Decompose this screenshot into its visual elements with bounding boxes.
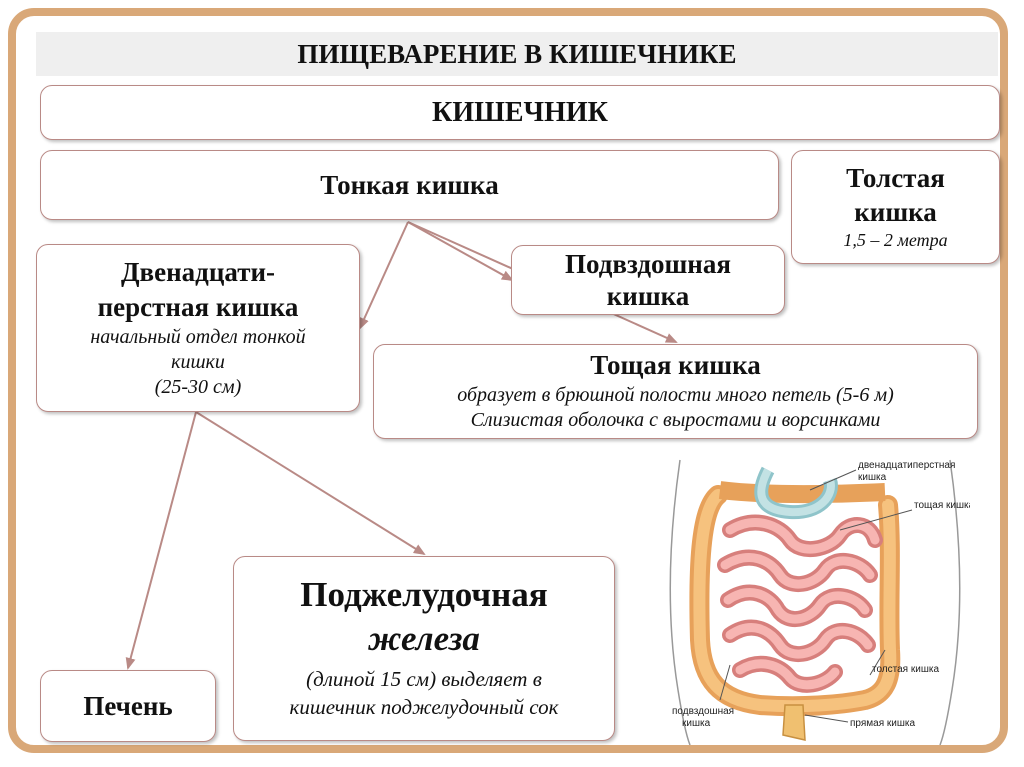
small-intestine-box: Тонкая кишка — [40, 150, 779, 220]
label-duodenum-2: кишка — [858, 472, 887, 483]
duodenum-box: Двенадцати- перстная кишка начальный отд… — [36, 244, 360, 412]
duodenum-title-2: перстная кишка — [97, 292, 299, 322]
pancreas-desc-1: (длиной 15 см) выделяет в — [306, 667, 542, 691]
pancreas-desc-2: кишечник поджелудочный сок — [289, 695, 559, 719]
jejunum-title: Тощая кишка — [590, 350, 761, 380]
label-ileum-1: подвздошная — [672, 706, 734, 717]
arrow-to-duodenum — [359, 221, 409, 330]
large-intestine-title-2: кишка — [854, 197, 937, 227]
label-colon: толстая кишка — [872, 664, 939, 675]
pancreas-box: Поджелудочная железа (длиной 15 см) выде… — [233, 556, 615, 741]
intestine-illustration: двенадцатиперстная кишка тощая кишка тол… — [669, 459, 970, 745]
intestine-box: КИШЕЧНИК — [40, 85, 1000, 140]
jejunum-box: Тощая кишка образует в брюшной полости м… — [373, 344, 978, 439]
duodenum-title-1: Двенадцати- — [120, 257, 276, 287]
arrow-to-ileum — [407, 221, 514, 281]
large-intestine-box: Толстая кишка 1,5 – 2 метра — [791, 150, 1000, 264]
jejunum-desc-1: образует в брюшной полости много петель … — [457, 384, 894, 406]
ileum-box: Подвздошная кишка — [511, 245, 785, 315]
label-jejunum: тощая кишка — [914, 500, 970, 511]
intestine-label: КИШЕЧНИК — [432, 97, 608, 128]
label-duodenum-1: двенадцатиперстная — [858, 460, 955, 471]
large-intestine-length: 1,5 – 2 метра — [843, 230, 948, 250]
page-title: ПИЩЕВАРЕНИЕ В КИШЕЧНИКЕ — [36, 32, 998, 76]
pancreas-title-1: Поджелудочная — [300, 575, 548, 614]
pancreas-title-2: железа — [368, 619, 480, 658]
label-rectum: прямая кишка — [850, 718, 915, 729]
duodenum-desc-3: (25-30 см) — [154, 376, 242, 398]
liver-box: Печень — [40, 670, 216, 742]
arrow-to-liver — [125, 411, 197, 670]
large-intestine-title-1: Толстая — [846, 163, 945, 193]
jejunum-desc-2: Слизистая оболочка с выростами и ворсинк… — [470, 409, 881, 431]
liver-label: Печень — [83, 691, 173, 721]
arrow-to-pancreas — [195, 411, 426, 556]
duodenum-desc-2: кишки — [171, 351, 225, 373]
label-ileum-2: кишка — [682, 718, 711, 729]
ileum-title-1: Подвздошная — [565, 249, 731, 279]
slide-frame — [8, 8, 1008, 753]
duodenum-desc-1: начальный отдел тонкой — [90, 326, 306, 348]
ileum-title-2: кишка — [606, 281, 690, 311]
small-intestine-label: Тонкая кишка — [320, 170, 499, 200]
